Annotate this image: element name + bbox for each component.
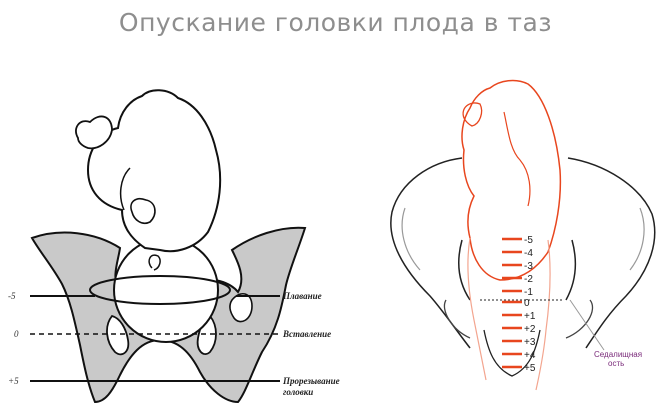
right-birth-canal-right bbox=[535, 239, 551, 391]
left-fetus-foot bbox=[75, 115, 113, 150]
left-fetus-hand bbox=[130, 197, 156, 225]
left-fetus-body bbox=[86, 89, 222, 253]
right-pubic-arch bbox=[483, 329, 541, 377]
station-label: -4 bbox=[524, 248, 533, 259]
right-fetus-foot bbox=[462, 102, 483, 127]
right-pelvis-outline bbox=[390, 157, 656, 349]
left-level-label-line2: головки bbox=[283, 387, 313, 397]
right-sacrum-outline bbox=[457, 239, 577, 301]
left-fetus-head bbox=[113, 237, 219, 343]
station-label: +2 bbox=[524, 324, 536, 335]
station-label: 0 bbox=[524, 298, 530, 309]
right-fetus-limb bbox=[503, 111, 531, 207]
station-label: +1 bbox=[524, 311, 536, 322]
left-level-label: Вставление bbox=[282, 329, 331, 339]
ischial-spine-label: Седалищная bbox=[594, 350, 642, 359]
station-label: +3 bbox=[524, 337, 536, 348]
left-level-label: Плавание bbox=[282, 291, 322, 301]
left-iliac-hole bbox=[229, 293, 253, 323]
left-pelvic-inlet-ring bbox=[89, 275, 231, 305]
station-label: -5 bbox=[524, 235, 533, 246]
station-label: +4 bbox=[524, 350, 536, 361]
station-label: -2 bbox=[524, 274, 533, 285]
page-title: Опускание головки плода в таз bbox=[118, 8, 553, 37]
right-pelvis-diagram: -5 -4 -3 -2 -1 0 +1 +2 +3 +4 +5 Седалищн… bbox=[390, 79, 656, 391]
ischial-spine-label-line2: ость bbox=[608, 359, 624, 368]
left-level-mark: +5 bbox=[8, 376, 19, 386]
left-fetus-ear bbox=[148, 254, 161, 271]
station-label: -3 bbox=[524, 261, 533, 272]
right-station-scale bbox=[502, 237, 522, 369]
left-level-label: Прорезывание bbox=[282, 376, 340, 386]
right-iliac-inner-left bbox=[401, 207, 421, 271]
right-fetus-outline bbox=[461, 79, 562, 281]
left-obturator-left bbox=[106, 314, 130, 356]
station-label: -1 bbox=[524, 287, 533, 298]
right-iliac-inner-right bbox=[629, 207, 645, 271]
right-acetabulum bbox=[443, 299, 594, 339]
left-pelvis-diagram: -5 0 +5 Плавание Вставление Прорезывание… bbox=[8, 89, 340, 404]
station-label: +5 bbox=[524, 363, 536, 374]
right-birth-canal-left bbox=[467, 237, 487, 381]
ischial-spine-pointer bbox=[569, 299, 605, 351]
left-level-mark: 0 bbox=[14, 329, 19, 339]
left-fetus-arm bbox=[119, 167, 131, 211]
left-level-mark: -5 bbox=[8, 291, 16, 301]
